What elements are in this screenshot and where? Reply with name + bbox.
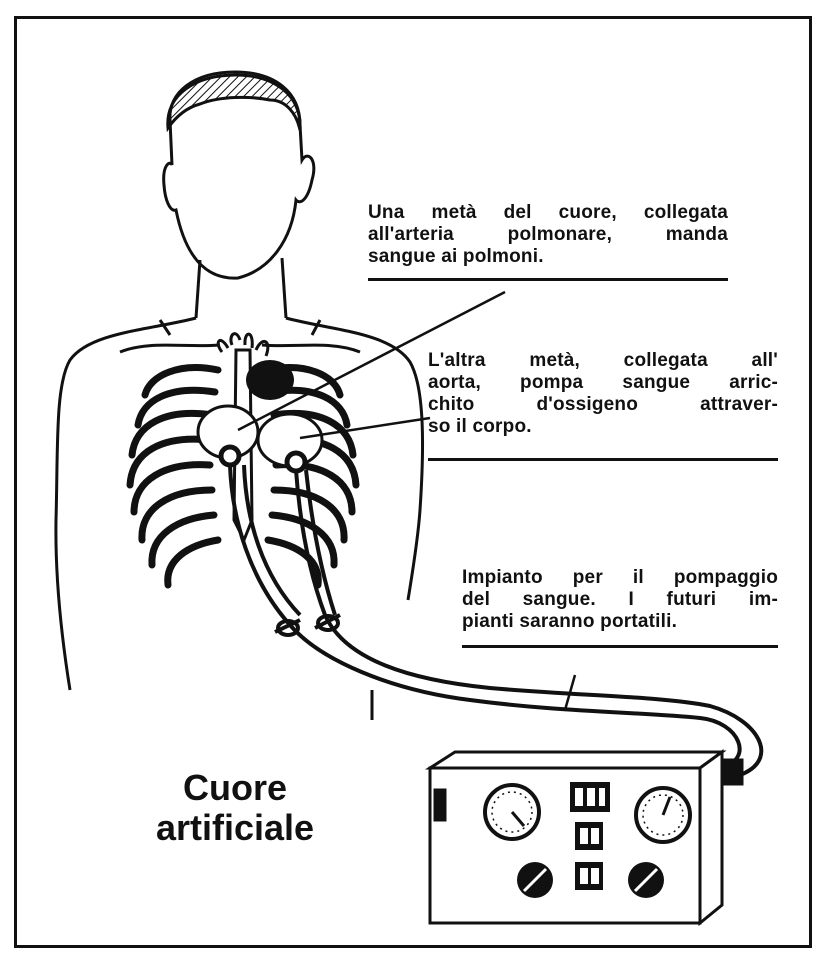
pump-display-top bbox=[570, 782, 610, 812]
pump-gauge-left bbox=[485, 785, 539, 839]
aortic-callout-line-4: so il corpo. bbox=[428, 416, 778, 438]
pump-unit-callout: Impianto per il pompaggio del sangue. I … bbox=[462, 567, 778, 633]
diagram-title: Cuore artificiale bbox=[120, 768, 350, 848]
aortic-callout-line-3: chito d'ossigeno attraver- bbox=[428, 394, 778, 416]
pulmonary-callout-line-1: Una metà del cuore, collegata bbox=[368, 202, 728, 224]
pump-unit-callout-line-2: del sangue. I futuri im- bbox=[462, 589, 778, 611]
left-atrium bbox=[246, 360, 294, 400]
pump-unit-callout-line-1: Impianto per il pompaggio bbox=[462, 567, 778, 589]
pump-display-bottom bbox=[575, 862, 603, 890]
diagram-title-line-2: artificiale bbox=[120, 808, 350, 848]
aortic-callout-underline bbox=[428, 458, 778, 461]
pump-gauge-right bbox=[636, 788, 690, 842]
pulmonary-callout-line-2: all'arteria polmonare, manda bbox=[368, 224, 728, 246]
right-heart-pump bbox=[258, 414, 322, 471]
pump-knob-right bbox=[628, 862, 664, 898]
aortic-callout-line-1: L'altra metà, collegata all' bbox=[428, 350, 778, 372]
pump-display-middle bbox=[575, 822, 603, 850]
pulmonary-callout-underline bbox=[368, 278, 728, 281]
pulmonary-callout-line-3: sangue ai polmoni. bbox=[368, 246, 728, 268]
diagram-title-line-1: Cuore bbox=[120, 768, 350, 808]
pulmonary-callout: Una metà del cuore, collegata all'arteri… bbox=[368, 202, 728, 268]
aortic-callout: L'altra metà, collegata all' aorta, pomp… bbox=[428, 350, 778, 438]
pump-unit-callout-line-3: pianti saranno portatili. bbox=[462, 611, 778, 633]
pump-unit-callout-underline bbox=[462, 645, 778, 648]
pump-knob-left bbox=[517, 862, 553, 898]
aortic-callout-line-2: aorta, pompa sangue arric- bbox=[428, 372, 778, 394]
